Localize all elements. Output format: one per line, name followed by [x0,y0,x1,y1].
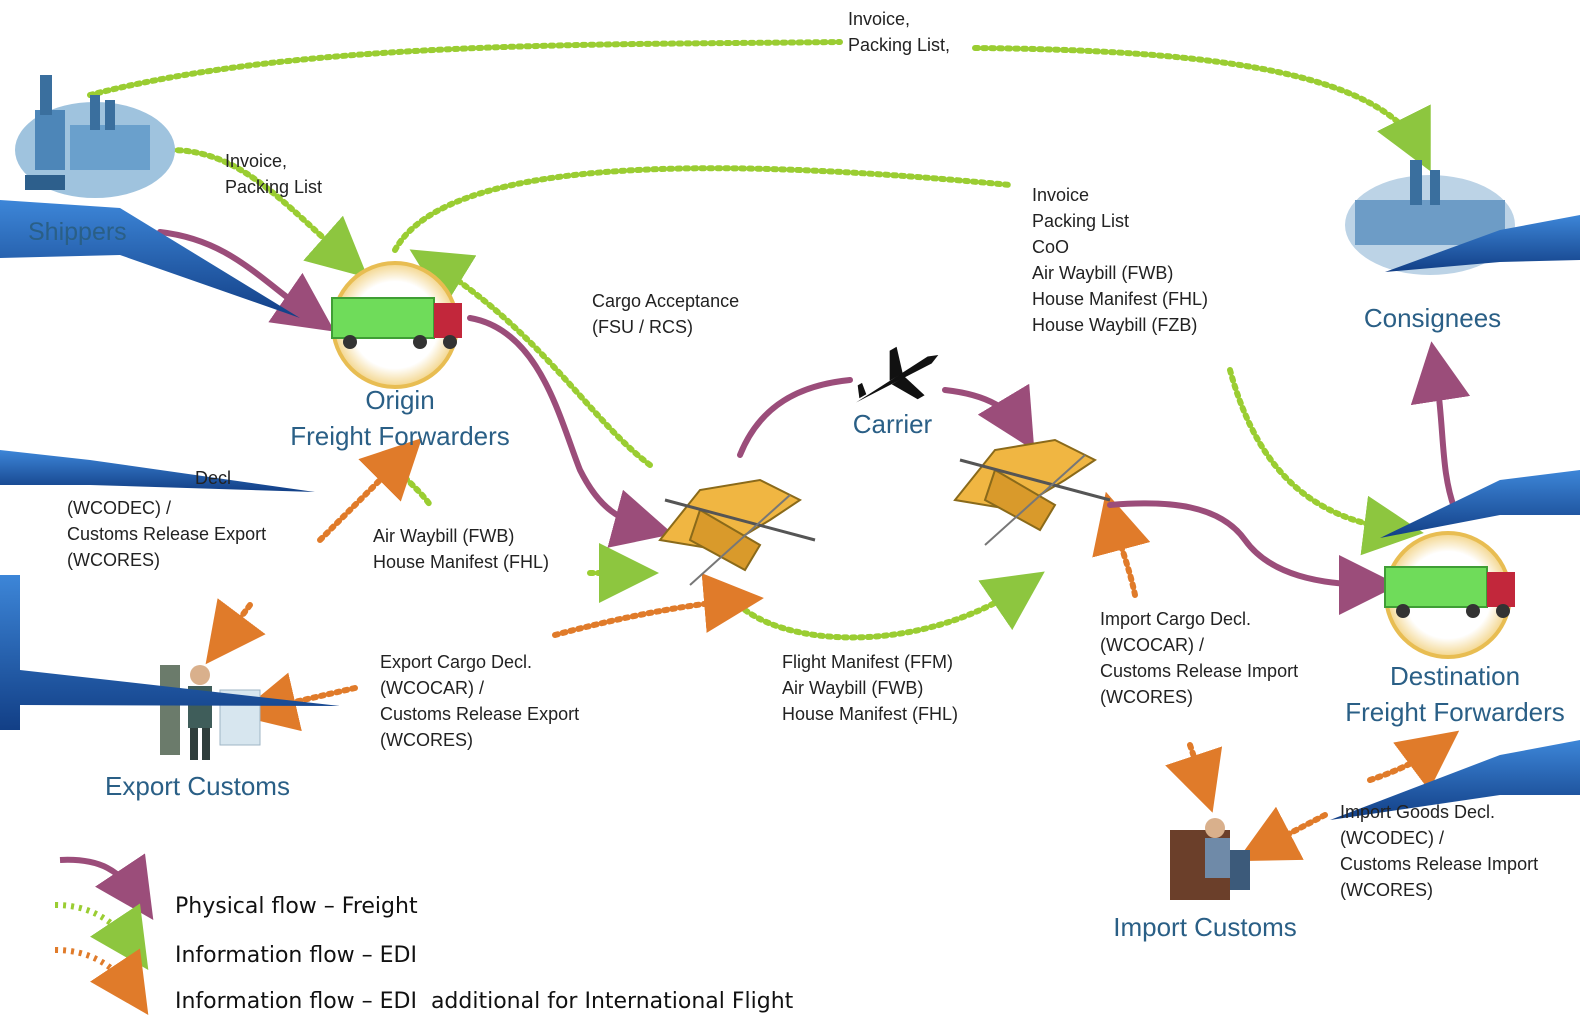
edge-flight-manifest [742,571,1045,641]
node-consignees: Consignees [1363,303,1502,333]
label-shipper-invoice: Invoice, Packing List [225,151,323,197]
callout-destination [1380,470,1580,538]
edge-import-cargo-to-customs [1165,742,1223,813]
physical-flows [157,229,1471,615]
edge-shipper-to-consignee [87,39,843,98]
label-import-goods-decl: Import Goods Decl. (WCODEC) / Customs Re… [1340,802,1539,900]
node-shippers: Shippers [28,218,127,246]
edge-airport-to-destination-freight [1107,500,1399,615]
legend-info-intl-label: Information flow – EDI additional for In… [175,989,794,1014]
edge-shipper-to-consignee-b [972,45,1431,172]
legend-physical-swatch [59,853,154,920]
legend-info-label: Information flow – EDI [175,943,417,968]
edge-export-cargo-to-customs [236,672,358,732]
edge-shipper-to-origin-freight [157,229,335,332]
edge-import-goods-to-dest [1367,730,1460,791]
legend-info-intl-swatch [54,947,149,1015]
edge-export-decl-to-origin [317,438,422,543]
edge-origin-awb [392,462,433,508]
callouts [0,200,1580,820]
info-flows-edi [87,39,1431,641]
label-export-goods-decl-top: Decl [195,468,232,488]
edge-origin-to-destination-docs [392,165,1013,253]
node-export-customs: Export Customs [105,771,290,801]
callout-export-goods [0,450,315,492]
legend-info-swatch [54,902,149,970]
label-export-goods-decl: (WCODEC) / Customs Release Export (WCORE… [67,498,267,570]
customs-officer-icon-export [160,665,261,760]
legend [54,853,154,1015]
label-flight-manifest: Flight Manifest (FFM) Air Waybill (FWB) … [782,652,959,724]
airport-icon-origin [658,478,816,586]
callout-export-cargo [0,575,340,730]
edge-docs-to-destination [1227,367,1424,556]
node-carrier: Carrier [852,409,933,439]
truck-icon-destination [1384,531,1515,659]
label-cargo-acceptance: Cargo Acceptance (FSU / RCS) [592,291,740,337]
callout-consignees [1385,215,1580,272]
edge-origin-to-airport-freight [467,315,674,548]
info-flows-intl [205,438,1460,862]
truck-icon-origin [331,261,462,389]
callout-import-goods [1330,740,1580,820]
node-destination-freight-forwarders: Destination Freight Forwarders [1345,661,1565,727]
legend-physical-label: Physical flow – Freight [175,894,418,919]
label-export-cargo-decl: Export Cargo Decl. (WCOCAR) / Customs Re… [380,652,580,750]
edge-export-cargo-to-airport [552,573,764,638]
callout-shippers [0,200,300,318]
node-import-customs: Import Customs [1113,912,1297,942]
edge-airport-to-origin [409,249,653,468]
label-top-invoice: Invoice, Packing List, [848,9,951,55]
airplane-icon [856,346,939,403]
label-import-cargo-decl: Import Cargo Decl. (WCOCAR) / Customs Re… [1100,609,1299,707]
label-right-docs: Invoice Packing List CoO Air Waybill (FW… [1032,185,1209,335]
edge-import-goods-to-customs [1236,806,1328,862]
edge-import-cargo-to-airport [1092,491,1151,598]
edge-shipper-to-origin [167,147,368,278]
node-origin-freight-forwarders: Origin Freight Forwarders [290,385,510,451]
edge-carrier-right [942,383,1035,451]
factory-icon [15,75,175,198]
edge-export-goods-to-customs [205,598,266,665]
edge-destination-to-consignee [1410,341,1471,513]
label-awb-origin: Air Waybill (FWB) House Manifest (FHL) [373,526,550,572]
airport-icon-destination [953,438,1111,546]
customs-officer-icon-import [1170,818,1250,900]
edge-carrier-left [737,377,853,458]
